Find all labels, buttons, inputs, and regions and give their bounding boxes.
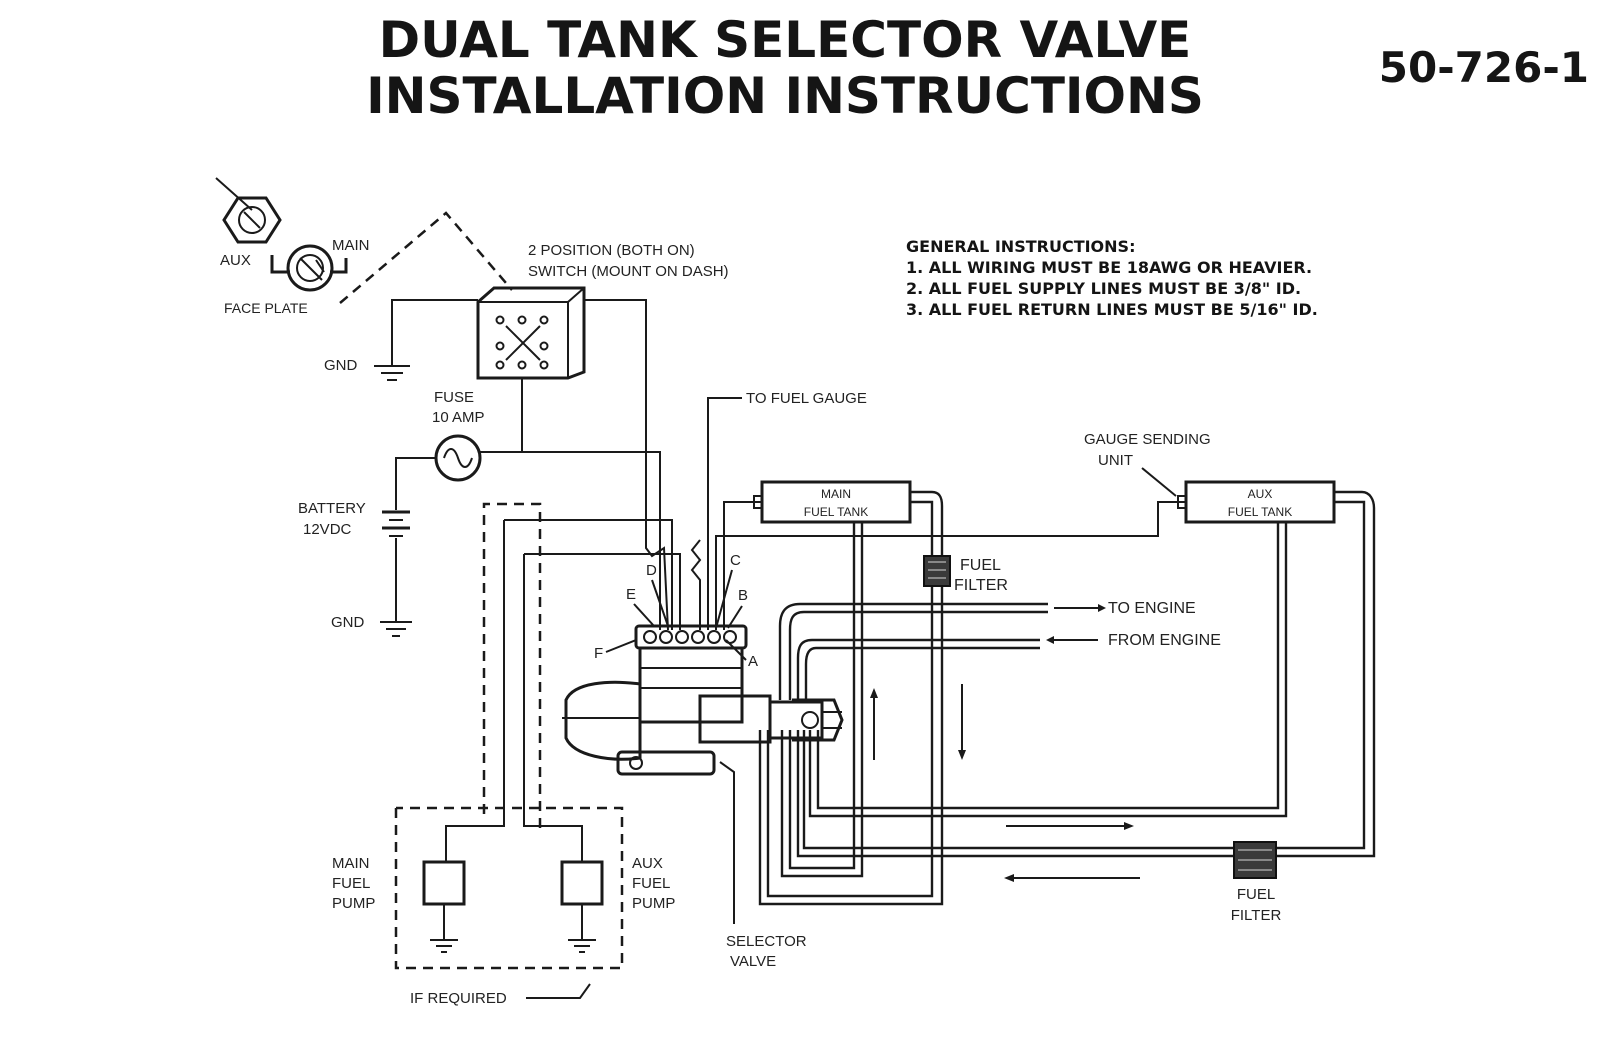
battery-label-line-1: BATTERY <box>298 500 366 517</box>
face-plate-aux-label: AUX <box>220 252 251 269</box>
aux-tank-label-line-2: FUEL TANK <box>1228 505 1292 519</box>
ground-symbol-mid <box>380 621 412 637</box>
aux-pump-label-line-1: AUX <box>632 855 663 872</box>
terminal-b-label: B <box>738 587 748 604</box>
gnd-mid-label: GND <box>331 614 365 631</box>
title-line-2: INSTALLATION INSTRUCTIONS <box>366 67 1204 125</box>
from-engine-label: FROM ENGINE <box>1108 632 1221 649</box>
main-fuel-pump <box>422 860 466 953</box>
fuse-label-line-2: 10 AMP <box>432 409 485 426</box>
terminal-d-label: D <box>646 562 657 579</box>
if-required-leader <box>526 983 591 999</box>
wire-pump-branch-2 <box>524 553 681 630</box>
flow-arrows <box>870 684 1140 882</box>
pipe-main-return <box>758 490 944 906</box>
terminal-f-label: F <box>594 645 603 662</box>
general-instructions: GENERAL INSTRUCTIONS: 1. ALL WIRING MUST… <box>906 237 1318 319</box>
instruction-item: 2. ALL FUEL SUPPLY LINES MUST BE 3/8" ID… <box>906 279 1301 298</box>
terminal-e-label: E <box>626 586 636 603</box>
fuel-filter-aux <box>1233 841 1277 879</box>
aux-tank-label-line-1: AUX <box>1248 487 1273 501</box>
main-pump-label-line-3: PUMP <box>332 895 375 912</box>
pipe-aux-supply-inner <box>808 522 1288 818</box>
terminal-c-label: C <box>730 552 741 569</box>
selector-valve-leader <box>719 761 735 924</box>
wire-switch-valve-2 <box>584 299 669 631</box>
gauge-sending-label-line-1: GAUGE SENDING <box>1084 431 1211 448</box>
terminal-a-label: A <box>748 653 758 670</box>
switch-label-line-1: 2 POSITION (BOTH ON) <box>528 242 695 259</box>
if-required-boundary <box>394 806 624 970</box>
fuse-label-line-1: FUSE <box>434 389 474 406</box>
part-number: 50-726-1 <box>1379 43 1589 92</box>
gauge-sending-leader <box>1141 467 1177 497</box>
instruction-item: 3. ALL FUEL RETURN LINES MUST BE 5/16" I… <box>906 300 1318 319</box>
pipe-from-engine <box>796 638 1040 700</box>
filter-aux-label-line-1: FUEL <box>1237 886 1275 903</box>
wire-switch-fuse <box>480 378 523 453</box>
aux-pump-label-line-3: PUMP <box>632 895 675 912</box>
title-line-1: DUAL TANK SELECTOR VALVE <box>379 11 1192 69</box>
main-tank-label-line-1: MAIN <box>821 487 851 501</box>
filter-main-label-line-2: FILTER <box>954 577 1008 594</box>
pipe-main-supply-inner <box>780 522 864 878</box>
selector-valve-label-line-1: SELECTOR <box>726 933 807 950</box>
general-instructions-heading: GENERAL INSTRUCTIONS: <box>906 237 1135 256</box>
pipe-to-engine <box>778 602 1048 700</box>
pipe-aux-return <box>796 490 1376 858</box>
switch-label-line-2: SWITCH (MOUNT ON DASH) <box>528 263 729 280</box>
pipe-aux-return-inner <box>802 500 1366 850</box>
wire-aux-sender <box>715 501 1186 630</box>
aux-fuel-pump <box>560 860 604 953</box>
instruction-item: 1. ALL WIRING MUST BE 18AWG OR HEAVIER. <box>906 258 1312 277</box>
face-plate-label: FACE PLATE <box>224 300 308 316</box>
face-plate-main-label: MAIN <box>332 237 370 254</box>
ground-symbol-top <box>374 365 410 381</box>
gauge-sending-label-line-2: UNIT <box>1098 452 1133 469</box>
fuel-filter-main <box>923 555 951 587</box>
pipe-to-engine-inner <box>788 610 1048 700</box>
wire-fuse-battery <box>395 457 436 510</box>
dash-switch <box>476 286 586 380</box>
main-pump-label-line-1: MAIN <box>332 855 370 872</box>
to-fuel-gauge-label: TO FUEL GAUGE <box>746 390 867 407</box>
aux-pump-label-line-2: FUEL <box>632 875 670 892</box>
wire-main-pump-dashed <box>482 502 542 830</box>
battery-label-line-2: 12VDC <box>303 521 352 538</box>
battery-symbol <box>382 510 410 537</box>
filter-main-label-line-1: FUEL <box>960 557 1001 574</box>
pipe-main-supply <box>788 522 856 870</box>
wire-main-sender <box>723 501 762 630</box>
wire-pump-branch-1 <box>445 520 505 862</box>
face-plate <box>215 177 348 292</box>
wire-main-pump <box>504 519 673 630</box>
main-pump-label-line-2: FUEL <box>332 875 370 892</box>
selector-valve <box>562 624 844 776</box>
selector-valve-label-line-2: VALVE <box>730 953 776 970</box>
filter-aux-label-line-2: FILTER <box>1231 907 1282 924</box>
wire-pump-branch-3 <box>523 554 583 862</box>
wire-switch-gnd <box>391 299 478 366</box>
switch-leader-line <box>339 211 513 304</box>
gnd-top-label: GND <box>324 357 358 374</box>
to-engine-label: TO ENGINE <box>1108 600 1196 617</box>
pipe-from-engine-inner <box>804 646 1040 700</box>
main-tank-label-line-2: FUEL TANK <box>804 505 868 519</box>
fuse-symbol <box>434 434 482 482</box>
wire-to-fuel-gauge <box>707 397 742 630</box>
wire-switch-valve-1 <box>522 451 661 630</box>
pipe-aux-supply <box>816 522 1280 810</box>
pipe-main-return-inner <box>766 500 934 898</box>
if-required-label: IF REQUIRED <box>410 990 507 1007</box>
